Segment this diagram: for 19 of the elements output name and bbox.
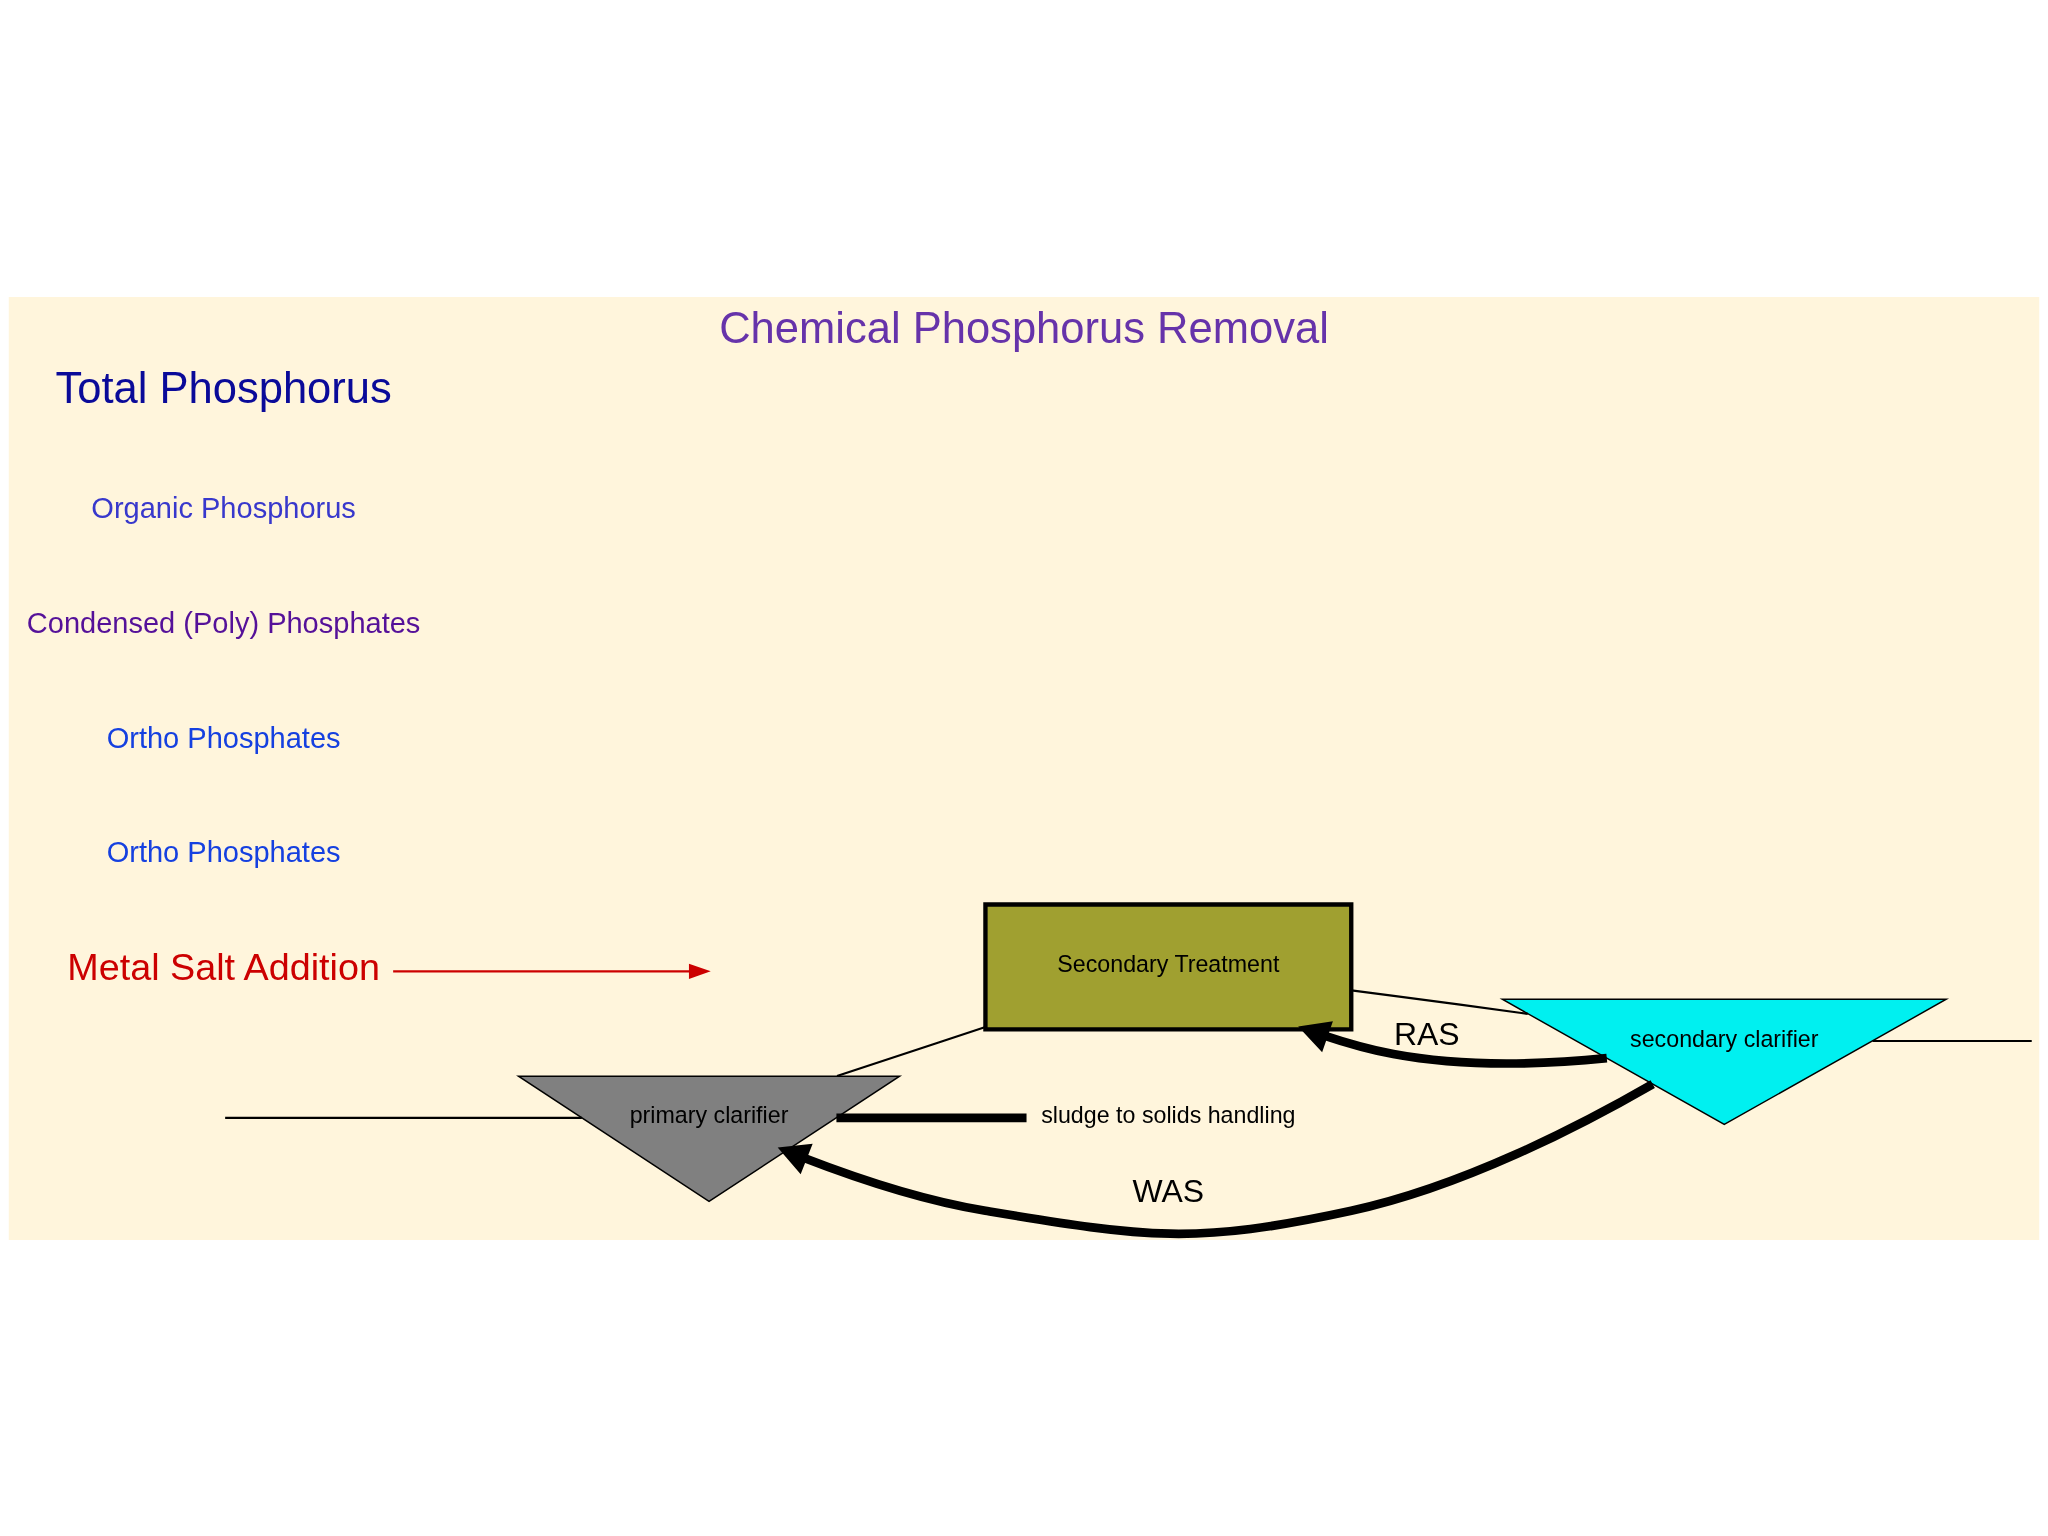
- connector: [836, 1113, 1027, 1122]
- label: Ortho Phosphates: [106, 721, 341, 754]
- label: Total Phosphorus: [55, 363, 392, 412]
- diagram-title: Chemical Phosphorus Removal: [719, 303, 1329, 352]
- arrow: [393, 963, 711, 979]
- arrow: [1298, 1020, 1608, 1068]
- connector: [225, 1116, 582, 1119]
- node-text: sludge to solids handling: [1041, 1101, 1296, 1128]
- label: Condensed (Poly) Phosphates: [26, 606, 421, 639]
- arrow: [777, 1079, 1655, 1238]
- connector: [1351, 988, 1528, 1015]
- node-box: Secondary Treatment: [983, 901, 1354, 1032]
- edge-label: RAS: [1393, 1015, 1460, 1052]
- node-text: Metal Salt Addition: [67, 945, 380, 988]
- edge-label: WAS: [1132, 1172, 1205, 1209]
- connector: [836, 1025, 986, 1077]
- label: Ortho Phosphates: [106, 835, 341, 868]
- connector: [1872, 1039, 2032, 1042]
- label: Organic Phosphorus: [91, 491, 356, 524]
